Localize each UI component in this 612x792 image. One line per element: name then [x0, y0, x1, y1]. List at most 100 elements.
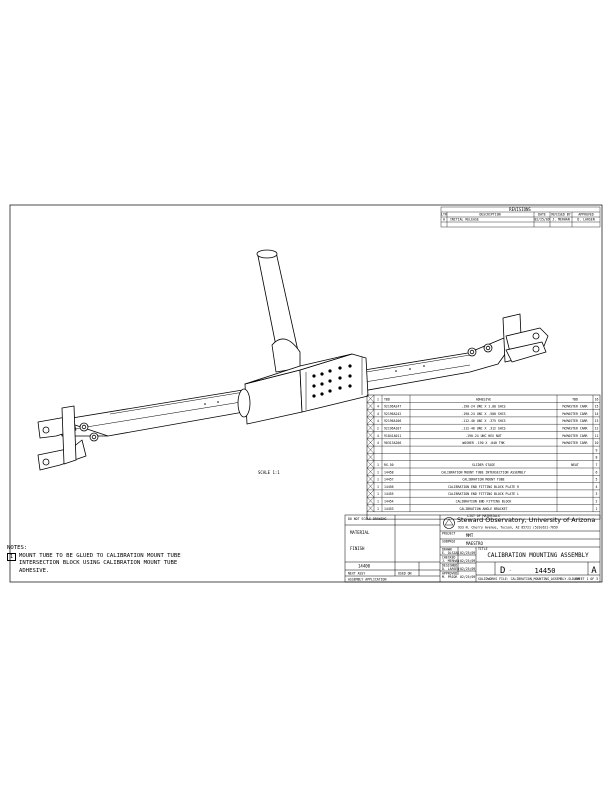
bom-cell-qty: 1 [377, 507, 379, 511]
observatory-logo-icon [443, 517, 455, 529]
org-name: Steward Observatory, University of Arizo… [457, 516, 595, 524]
title-label: TITLE [478, 547, 488, 551]
bom-cell-desc: .190-24 UNC X 1.00 SHCS [461, 405, 505, 409]
sheet-number: SHEET 1 OF 3 [575, 577, 598, 581]
bom-cell-item: 1 [596, 507, 598, 511]
rev-row-date: 02/25/09 [534, 218, 549, 222]
bom-cell-qty: 1 [377, 397, 379, 401]
application-label: ASSEMBLY APPLICATION [348, 578, 386, 582]
bom-cell-desc: .112-40 UNC X .312 SHCS [461, 427, 505, 431]
finish-label: FINISH [350, 546, 365, 551]
bom-cell-vendor: McMASTER CARR [563, 441, 588, 445]
approved-by: M. PRIOR [442, 575, 457, 579]
bom-cell-item: 8 [596, 456, 598, 460]
bom-cell-qty: 4 [377, 405, 379, 409]
next-assy-label: NEXT ASSY [348, 572, 365, 576]
note-line-1: MOUNT TUBE TO BE GLUED TO CALIBRATION MO… [19, 552, 181, 559]
bom-cell-part: 14458 [384, 470, 394, 474]
rev-header-desc: DESCRIPTION [479, 213, 500, 217]
bom-row-mark [366, 409, 375, 418]
rev-header-approved: APPROVED [578, 213, 593, 217]
bom-cell-part: 92196A107 [384, 427, 401, 431]
bom-cell-part: 90313A206 [384, 441, 401, 445]
bom-cell-qty: 4 [377, 412, 379, 416]
bom-cell-part: 91841A011 [384, 434, 401, 438]
note-text: MOUNT TUBE TO BE GLUED TO CALIBRATION MO… [19, 553, 181, 576]
bom-cell-desc: WASHER .190 X .040 THK [462, 441, 504, 445]
bom-row-mark [366, 497, 375, 505]
bom-row-mark [366, 402, 375, 410]
bom-row-mark [366, 467, 375, 476]
bom-cell-qty: 4 [377, 434, 379, 438]
bom-row-mark [366, 482, 375, 491]
bom-row-mark [366, 453, 375, 461]
size-letter: D [500, 566, 505, 576]
bom-cell-part: 14455 [384, 492, 394, 496]
bom-cell-qty: 2 [377, 427, 379, 431]
rev-header-revised: REVISED BY [551, 213, 570, 217]
used-on-label: USED ON [398, 572, 412, 576]
bom-cell-desc: CALIBRATION END FITTING BLOCK PLATE L [448, 492, 519, 496]
project-value: MMT [466, 533, 474, 538]
bom-row-mark [366, 475, 375, 483]
drawing-title: CALIBRATION MOUNTING ASSEMBLY [487, 553, 589, 559]
notes-title: NOTES: [7, 545, 28, 551]
rev-row-ltr: A [443, 218, 445, 222]
bom-row-mark [366, 394, 375, 403]
checked-date: 02/25/09 [460, 559, 475, 563]
designed-date: 02/25/09 [460, 567, 475, 571]
bom-cell-vendor: NEAT [571, 463, 579, 467]
bom-cell-qty: 1 [377, 470, 379, 474]
next-assy-value: 14400 [358, 564, 371, 569]
bom-cell-vendor: McMASTER CARR [563, 419, 588, 423]
subproject-value: MAESTRO [466, 541, 483, 546]
approved-date: 02/25/09 [460, 575, 475, 579]
bom-cell-part: 14457 [384, 478, 394, 482]
drawn-by: E. OLSZAK [442, 551, 459, 555]
bom-cell-item: 12 [595, 427, 599, 431]
bom-row-mark [366, 438, 375, 447]
designed-by: D. LARSEN [442, 567, 459, 571]
bom-row-mark [366, 416, 375, 425]
assembly-drawing [37, 249, 549, 471]
revisions-title: REVISIONS [509, 207, 531, 212]
rev-row-revised: J. MERHAN [552, 218, 569, 222]
bom-cell-desc: CALIBRATION ANGLE BRACKET [460, 507, 508, 511]
bom-cell-item: 13 [595, 419, 599, 423]
bom-cell-item: 7 [596, 463, 598, 467]
bom-row-mark [366, 504, 375, 512]
bom-cell-desc: CALIBRATION END FITTING BLOCK [456, 500, 512, 504]
bom-cell-item: 3 [596, 492, 598, 496]
solidworks-file: SOLIDWORKS FILE: CALIBRATION_MOUNTING_AS… [478, 577, 580, 581]
org-address: 933 N. Cherry Avenue, Tucson, AZ 85721 (… [458, 526, 558, 530]
bom-cell-desc: SLIDER STAGE [472, 463, 495, 467]
bom-cell-vendor: McMASTER CARR [563, 434, 588, 438]
drawn-label: DRAWN [442, 548, 452, 552]
bom-cell-qty: 1 [377, 485, 379, 489]
bom-cell-qty: 1 [377, 478, 379, 482]
bom-cell-part: RX-50 [384, 463, 394, 467]
bom-cell-qty: 1 [377, 492, 379, 496]
bom-cell-item: 6 [596, 470, 598, 474]
bom-cell-item: 2 [596, 500, 598, 504]
note-number: 1 [7, 552, 16, 561]
checked-label: CHECKED [442, 556, 456, 560]
bom-cell-part: TBD [384, 397, 390, 401]
size-dash: - [509, 568, 511, 573]
drawn-date: 02/25/09 [460, 551, 475, 555]
bom-cell-item: 16 [595, 397, 599, 401]
title-block [344, 514, 601, 583]
scale-label: SCALE 1:1 [258, 470, 280, 475]
bom-cell-item: 10 [595, 441, 599, 445]
bom-cell-part: 92196A106 [384, 419, 401, 423]
bom-cell-desc: .190-24 UNC X .500 SHCS [461, 412, 505, 416]
bom-cell-desc: CALIBRATION END FITTING BLOCK PLATE R [448, 485, 519, 489]
rev-header-date: DATE [538, 213, 546, 217]
dim-note: DO NOT SCALE DRAWING [348, 517, 386, 521]
bom-cell-item: 4 [596, 485, 598, 489]
rev-row-approved: D. LARSEN [577, 218, 594, 222]
bom-cell-part: 92196A242 [384, 412, 401, 416]
bom-row-mark [366, 431, 375, 439]
